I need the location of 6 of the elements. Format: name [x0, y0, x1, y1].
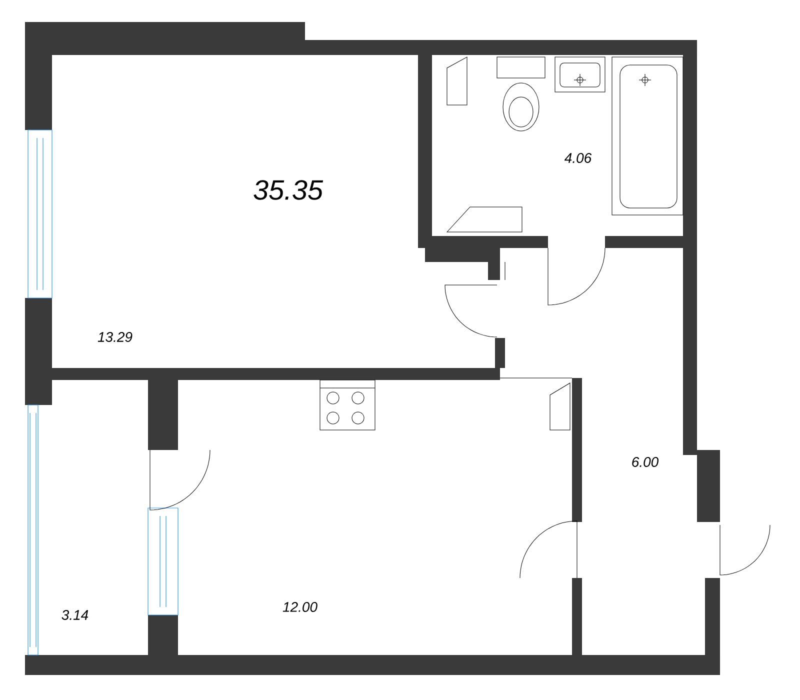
- area-label: 4.06: [564, 153, 592, 163]
- area-label: 6.00: [632, 457, 658, 467]
- area-label: 12.00: [282, 602, 318, 612]
- area-label: 3.14: [62, 610, 88, 620]
- area-label: 13.29: [98, 332, 132, 342]
- area-label: 35.35: [254, 180, 324, 200]
